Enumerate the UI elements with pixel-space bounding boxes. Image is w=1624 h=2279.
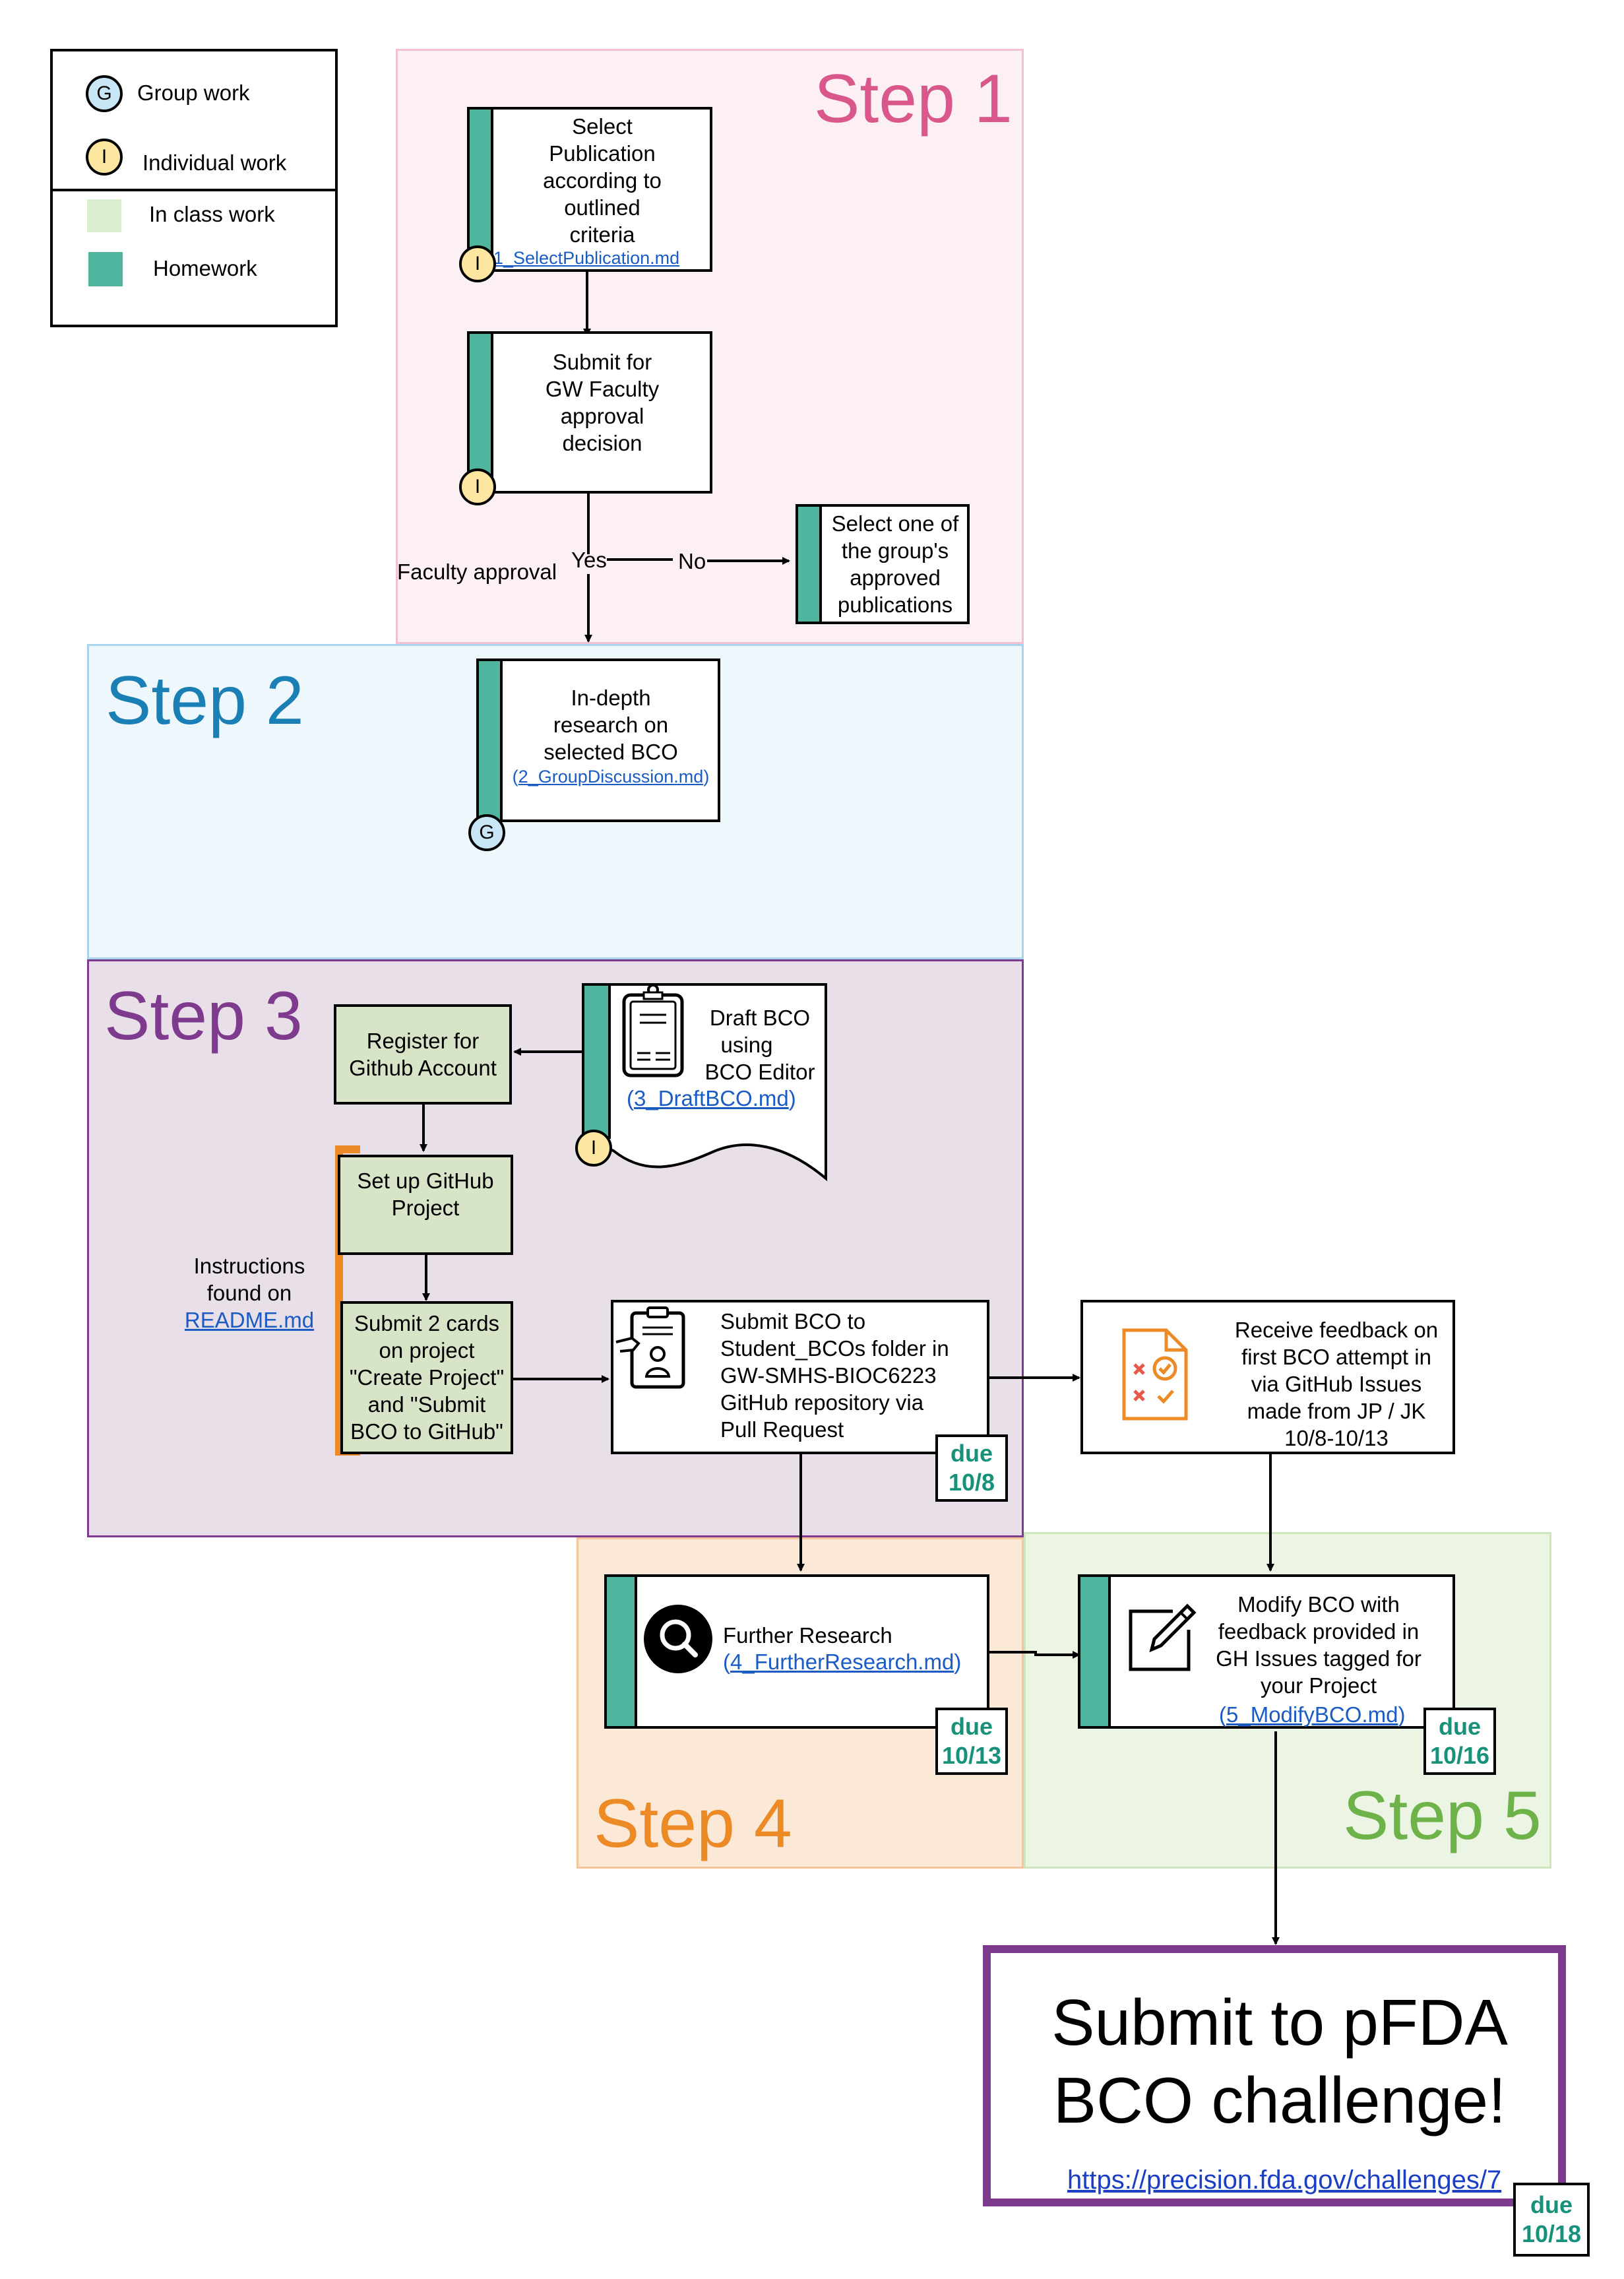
submit-cards-label: Submit 2 cards on project "Create Projec… [349,1310,505,1444]
instructions-label: Instructions found on README.md [173,1252,326,1333]
readme-link[interactable]: README.md [184,1308,315,1332]
legend-homework-swatch [88,252,123,286]
select-group-pub-node [796,504,970,624]
draft-bco-link-row: (3_DraftBCO.md) [627,1086,796,1110]
submit-faculty-homework-bar [467,331,493,494]
clipboard-icon [622,984,684,1077]
draft-bco-label: Draft BCO using BCO Editor [704,1006,815,1084]
modify-bco-due-badge: due 10/16 [1423,1708,1496,1775]
final-node [983,1945,1566,2206]
select-publication-homework-bar [467,107,493,272]
further-research-due-badge: due 10/13 [935,1708,1008,1775]
register-github-node [334,1004,512,1105]
modify-bco-homework-bar [1078,1574,1111,1729]
faculty-approval-label: Faculty approval [397,560,557,584]
receive-feedback-label: Receive feedback on first BCO attempt in… [1234,1317,1439,1450]
draft-bco-node [582,983,827,1182]
legend-inclass-swatch [87,199,121,232]
select-publication-node [467,107,712,272]
submit-faculty-label: Submit for GW Faculty approval decision [545,350,660,455]
register-github-label: Register for Github Account [349,1029,497,1080]
search-icon [644,1605,712,1673]
legend-individual-label: Individual work [142,150,287,175]
submit-faculty-node [467,331,712,494]
in-depth-group-badge: G [468,814,505,851]
legend-homework-label: Homework [153,256,257,280]
select-publication-label: Select Publication according to outlined… [543,113,662,247]
setup-github-node [338,1155,513,1255]
final-due-badge: due 10/18 [1513,2183,1590,2257]
legend-inclass-label: In class work [149,202,275,226]
submit-bco-due-badge: due 10/8 [935,1434,1008,1502]
legend: G Group work I Individual work In class … [50,49,338,327]
step4-title: Step 4 [594,1785,792,1862]
final-title: Submit to pFDA BCO challenge! [1051,1986,1508,2136]
edge-research-to-modify [989,1651,1080,1659]
in-depth-label: In-depth research on selected BCO [544,685,678,764]
submit-cards-node [340,1301,513,1454]
legend-divider [53,189,335,191]
draft-bco-link[interactable]: 3_DraftBCO.md [634,1086,789,1110]
step5-title: Step 5 [1343,1778,1542,1854]
further-research-link-row: (4_FurtherResearch.md) [723,1650,962,1674]
select-publication-link[interactable]: 1_SelectPublication.md [493,248,680,268]
legend-group-label: Group work [137,80,250,105]
modify-bco-label: Modify BCO with feedback provided in GH … [1216,1592,1421,1698]
submit-bco-node [611,1300,989,1454]
modify-bco-link[interactable]: 5_ModifyBCO.md [1226,1702,1398,1727]
submit-faculty-individual-badge: I [459,468,496,505]
final-link[interactable]: https://precision.fda.gov/challenges/7 [1067,2166,1502,2195]
edit-icon [1129,1603,1197,1671]
further-research-link[interactable]: 4_FurtherResearch.md [730,1650,954,1674]
select-group-pub-homework-bar [796,504,822,624]
legend-group-icon: G [86,75,123,112]
submit-bco-label: Submit BCO to Student_BCOs folder in GW-… [720,1309,949,1442]
legend-individual-icon: I [86,139,123,176]
setup-github-label: Set up GitHub Project [357,1169,494,1220]
in-depth-link[interactable]: 2_GroupDiscussion.md [518,767,704,786]
further-research-label: Further Research [723,1623,892,1648]
further-research-homework-bar [604,1574,637,1729]
in-depth-homework-bar [476,658,503,822]
id-card-icon [615,1306,685,1389]
checklist-icon [1122,1328,1188,1421]
select-publication-individual-badge: I [459,245,496,282]
modify-bco-link-row: (5_ModifyBCO.md) [1219,1702,1406,1727]
no-label: No [678,549,706,573]
select-group-pub-label: Select one of the group's approved publi… [831,511,959,617]
step3-title: Step 3 [104,978,303,1054]
in-depth-link-row: (2_GroupDiscussion.md) [512,767,710,786]
draft-bco-individual-badge: I [575,1130,612,1167]
step1-title: Step 1 [814,61,1013,137]
step2-title: Step 2 [106,662,304,739]
yes-label: Yes [571,548,607,572]
